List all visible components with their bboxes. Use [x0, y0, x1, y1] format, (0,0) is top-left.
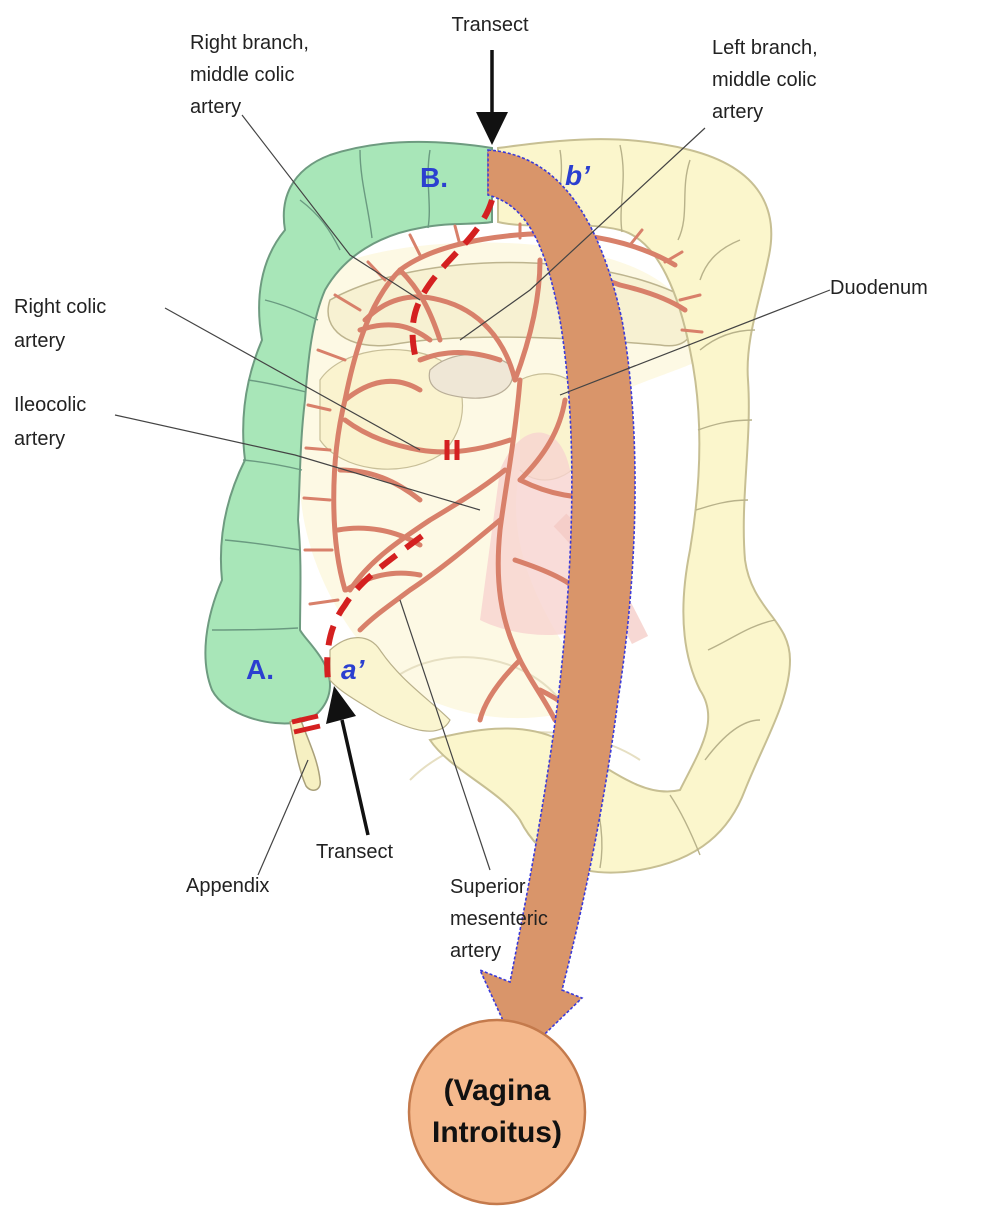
- right-branch-label-3: artery: [190, 96, 241, 118]
- right-branch-label-2: middle colic: [190, 64, 294, 86]
- transect-top-label: Transect: [451, 14, 529, 36]
- appendix-label: Appendix: [186, 875, 269, 897]
- destination-line-1: (Vagina: [444, 1074, 551, 1107]
- right-branch-label-1: Right branch,: [190, 32, 309, 54]
- sma-label-3: artery: [450, 940, 501, 962]
- duodenum-label: Duodenum: [830, 277, 928, 299]
- segment-a-label: A.: [246, 654, 274, 685]
- destination-circle: [409, 1020, 585, 1204]
- transect-arrow-bottom: [326, 686, 368, 835]
- right-colic-label-2: artery: [14, 330, 65, 352]
- ileocolic-label-2: artery: [14, 428, 65, 450]
- transect-arrow-top: [476, 50, 508, 145]
- segment-b-prime-label: b’: [565, 160, 591, 191]
- sma-label-2: mesenteric: [450, 908, 548, 930]
- left-branch-label-1: Left branch,: [712, 37, 818, 59]
- segment-a-prime-label: a’: [341, 654, 366, 685]
- left-branch-label-3: artery: [712, 101, 763, 123]
- segment-b-label: B.: [420, 162, 448, 193]
- transect-bottom-label: Transect: [316, 841, 394, 863]
- right-colic-label-1: Right colic: [14, 296, 106, 318]
- sma-label-1: Superior: [450, 876, 526, 898]
- destination-line-2: Introitus): [432, 1116, 562, 1149]
- left-branch-label-2: middle colic: [712, 69, 816, 91]
- ileocolic-label-1: Ileocolic: [14, 394, 86, 416]
